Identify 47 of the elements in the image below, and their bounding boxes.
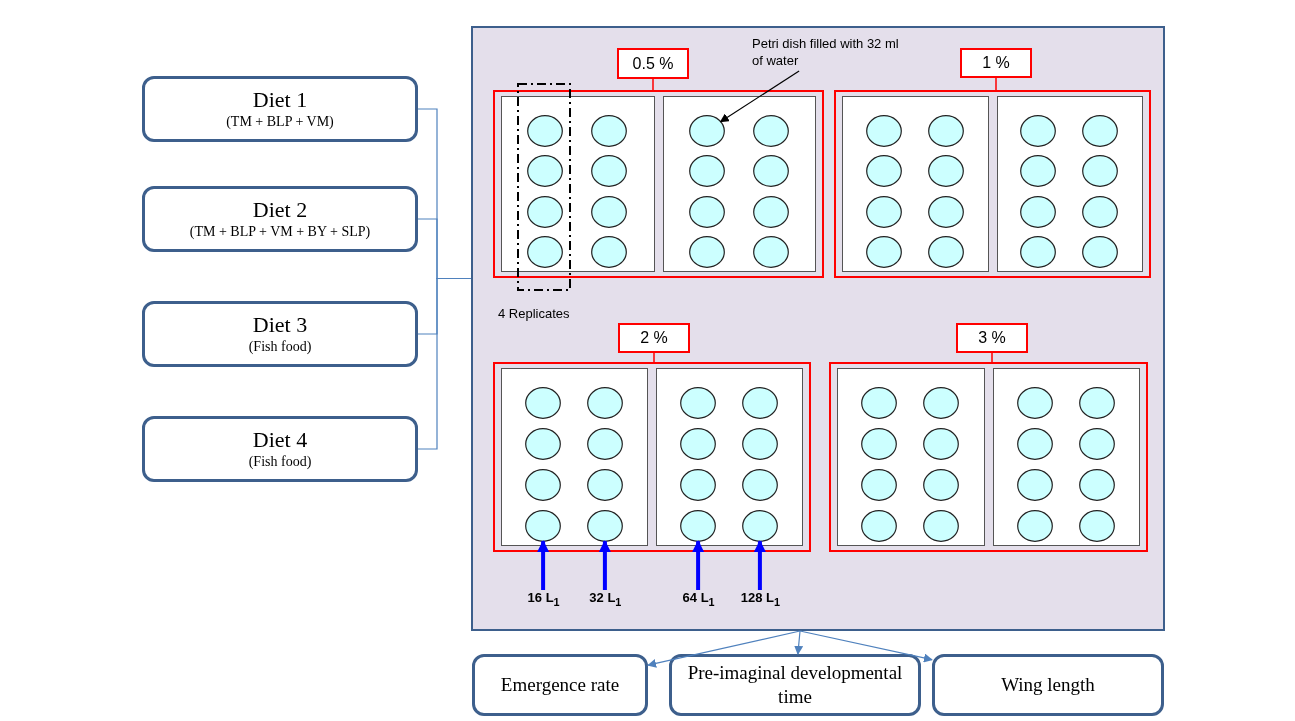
concentration-label: 1 % [960, 48, 1032, 78]
concentration-frame [829, 362, 1148, 552]
concentration-frame [493, 90, 824, 278]
dish-tray [662, 96, 816, 272]
arrow [537, 540, 550, 590]
diet-box [142, 76, 418, 142]
concentration-frame [834, 90, 1151, 278]
dish-tray [837, 368, 985, 546]
dish-tray [501, 368, 648, 546]
diet-box [142, 416, 418, 482]
diet-box [142, 301, 418, 367]
concentration-label: 2 % [618, 323, 690, 353]
arrow [799, 630, 933, 663]
diet-title: Diet 2 [252, 197, 308, 223]
dish-tray [996, 96, 1143, 272]
dish-tray [501, 96, 655, 272]
arrow [794, 630, 804, 655]
leader-line [719, 70, 800, 123]
diet-title: Diet 1 [252, 87, 308, 113]
concentration-label: 3 % [956, 323, 1028, 353]
experiment-panel [471, 26, 1165, 631]
arrow [753, 540, 766, 590]
diet-title: Diet 4 [252, 427, 308, 453]
diet-ingredients: (Fish food) [248, 453, 312, 471]
arrow [598, 540, 611, 590]
diet-ingredients: (TM + BLP + VM) [226, 113, 334, 131]
diet-box [142, 186, 418, 252]
connector-line [991, 352, 993, 363]
dish-tray [842, 96, 989, 272]
concentration-label: 0.5 % [617, 48, 689, 79]
outcome-box: Pre-imaginal developmental time [669, 654, 921, 716]
outcome-box: Wing length [932, 654, 1164, 716]
connector-line [417, 277, 472, 450]
connector-line [652, 78, 654, 91]
diet-title: Diet 3 [252, 312, 308, 338]
dish-tray [656, 368, 803, 546]
diet-ingredients: (Fish food) [248, 338, 312, 356]
connector-line [995, 77, 997, 91]
arrow [692, 540, 705, 590]
outcome-box: Emergence rate [472, 654, 648, 716]
annotation-text: Petri dish filled with 32 ml of water [752, 35, 902, 71]
diet-ingredients: (TM + BLP + VM + BY + SLP) [189, 223, 371, 241]
connector-line [653, 352, 655, 363]
arrow [647, 630, 801, 668]
dish-tray [992, 368, 1140, 546]
replicate-note: 4 Replicates [498, 306, 570, 321]
concentration-frame [493, 362, 811, 552]
